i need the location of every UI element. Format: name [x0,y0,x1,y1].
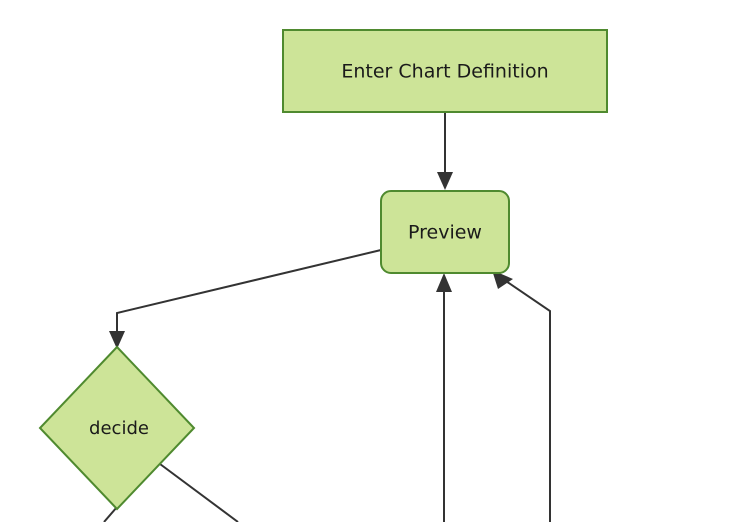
node-preview-shape [380,190,510,274]
node-decide[interactable]: decide [38,345,196,511]
edge-enter-to-preview[interactable] [437,112,453,190]
edge-preview-to-decide[interactable] [109,249,382,349]
node-preview-label: Preview [408,222,482,244]
node-decide-shape [38,345,196,511]
node-preview[interactable]: Preview [380,190,510,274]
arrowhead-into-preview-bottom-center [436,273,452,292]
arrowhead-into-preview-bottom-right [492,270,513,289]
edge-decide-branch-right-line [159,463,239,522]
edge-layer [103,112,551,522]
node-enter-chart-definition-label: Enter Chart Definition [341,61,548,83]
arrowhead-into-preview-top [437,172,453,190]
arrowhead-into-decide-top [109,331,125,349]
edge-decide-branch-left-line [103,506,118,522]
node-decide-label: decide [89,418,149,439]
edge-return-center-to-preview[interactable] [436,273,452,522]
edge-return-right-to-preview[interactable] [492,270,551,522]
edge-return-right-to-preview-line [499,276,551,522]
node-layer: Enter Chart Definition Preview decide [38,29,608,511]
node-enter-chart-definition[interactable]: Enter Chart Definition [282,29,608,113]
node-enter-chart-definition-shape [282,29,608,113]
edge-decide-branch-left[interactable] [103,506,118,522]
edge-decide-branch-right[interactable] [159,463,239,522]
edge-preview-to-decide-line [116,249,382,339]
